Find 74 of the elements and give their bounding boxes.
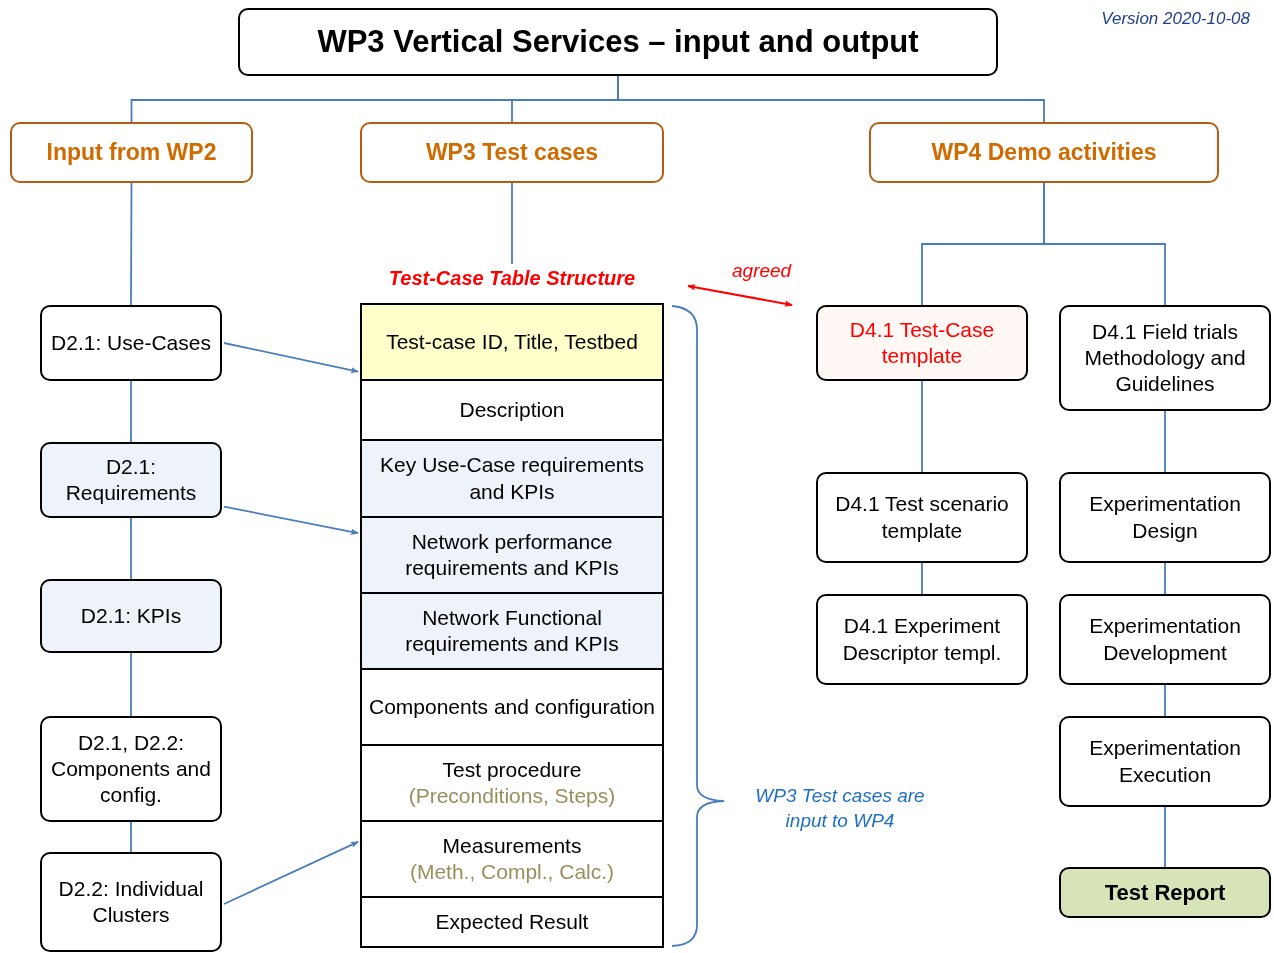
process-box <box>40 442 222 518</box>
node-text: Measurements <box>442 832 582 859</box>
node-text: D4.1 Test-Case template <box>848 316 996 369</box>
process-box <box>1059 594 1271 685</box>
node-text: WP3 Test cases <box>425 138 599 167</box>
node-text: Input from WP2 <box>46 138 217 167</box>
node-text: Experimentation Design <box>1088 491 1242 544</box>
table-row <box>360 439 664 518</box>
node-text: D4.1 Test scenario template <box>834 491 1010 544</box>
node-text: Experimentation Development <box>1088 613 1242 666</box>
connector-line <box>1164 562 1166 595</box>
process-box <box>1059 305 1271 411</box>
process-box <box>238 8 998 76</box>
table-row <box>360 379 664 441</box>
node-text: Key Use-Case requirements and KPIs <box>379 452 645 505</box>
connector-line <box>1164 806 1166 868</box>
node-text: Test-case ID, Title, Testbed <box>386 328 638 355</box>
table-row <box>360 592 664 670</box>
version-text: Version 2020-10-08 <box>1100 8 1250 30</box>
node-text: Description <box>459 396 565 423</box>
category-box <box>10 122 253 183</box>
connector-line <box>1164 410 1166 473</box>
table-row <box>360 820 664 898</box>
node-text: Expected Result <box>435 908 589 935</box>
table-row <box>360 516 664 594</box>
category-box <box>360 122 664 183</box>
node-text: D2.1: Use-Cases <box>51 329 211 356</box>
node-text: D2.1: Requirements <box>64 453 198 506</box>
category-box <box>869 122 1219 183</box>
connector-line <box>511 182 513 265</box>
process-box <box>40 305 222 381</box>
connector-line <box>1164 684 1166 717</box>
arrow <box>223 342 359 374</box>
table-heading: Test-Case Table Structure <box>387 266 637 291</box>
connector-line <box>130 652 132 717</box>
note-text: (Meth., Compl., Calc.) <box>409 859 615 885</box>
connector-line <box>130 380 132 443</box>
node-text: D2.1, D2.2: Components and config. <box>50 729 212 809</box>
note-text: (Preconditions, Steps) <box>408 783 616 809</box>
node-text: D4.1 Experiment Descriptor templ. <box>841 613 1003 666</box>
process-box <box>1059 716 1271 807</box>
node-text: WP3 Vertical Services – input and output <box>317 22 919 61</box>
table-row <box>360 303 664 381</box>
connector-line <box>130 182 133 306</box>
process-box <box>40 852 222 952</box>
connector-line <box>130 517 132 580</box>
connector-line <box>921 380 923 473</box>
node-text: D2.2: Individual Clusters <box>57 875 205 928</box>
connector-line <box>1043 182 1166 306</box>
node-text: WP4 Demo activities <box>931 138 1157 167</box>
node-text: Test Report <box>1104 878 1226 907</box>
process-box <box>40 716 222 822</box>
process-box <box>1059 472 1271 563</box>
node-text: Experimentation Execution <box>1088 735 1242 788</box>
process-box <box>816 472 1028 563</box>
node-text: Network performance requirements and KPIs <box>404 528 620 581</box>
connector-line <box>921 562 923 595</box>
process-box <box>1059 867 1271 918</box>
table-row <box>360 668 664 746</box>
node-text: Network Functional requirements and KPIs <box>404 604 620 657</box>
arrow <box>223 505 359 535</box>
node-text: Components and configuration <box>369 693 655 720</box>
process-box <box>816 594 1028 685</box>
connector-line <box>130 821 132 853</box>
process-box <box>816 305 1028 381</box>
arrow <box>687 284 793 307</box>
node-text: D2.1: KPIs <box>80 602 182 629</box>
table-row <box>360 744 664 822</box>
node-text: D4.1 Field trials Methodology and Guidelines <box>1083 318 1247 398</box>
node-text: Test procedure <box>442 756 582 783</box>
note-text: WP3 Test cases are input to WP4 <box>754 784 926 833</box>
process-box <box>40 579 222 653</box>
table-row <box>360 896 664 948</box>
arrow <box>223 840 359 905</box>
